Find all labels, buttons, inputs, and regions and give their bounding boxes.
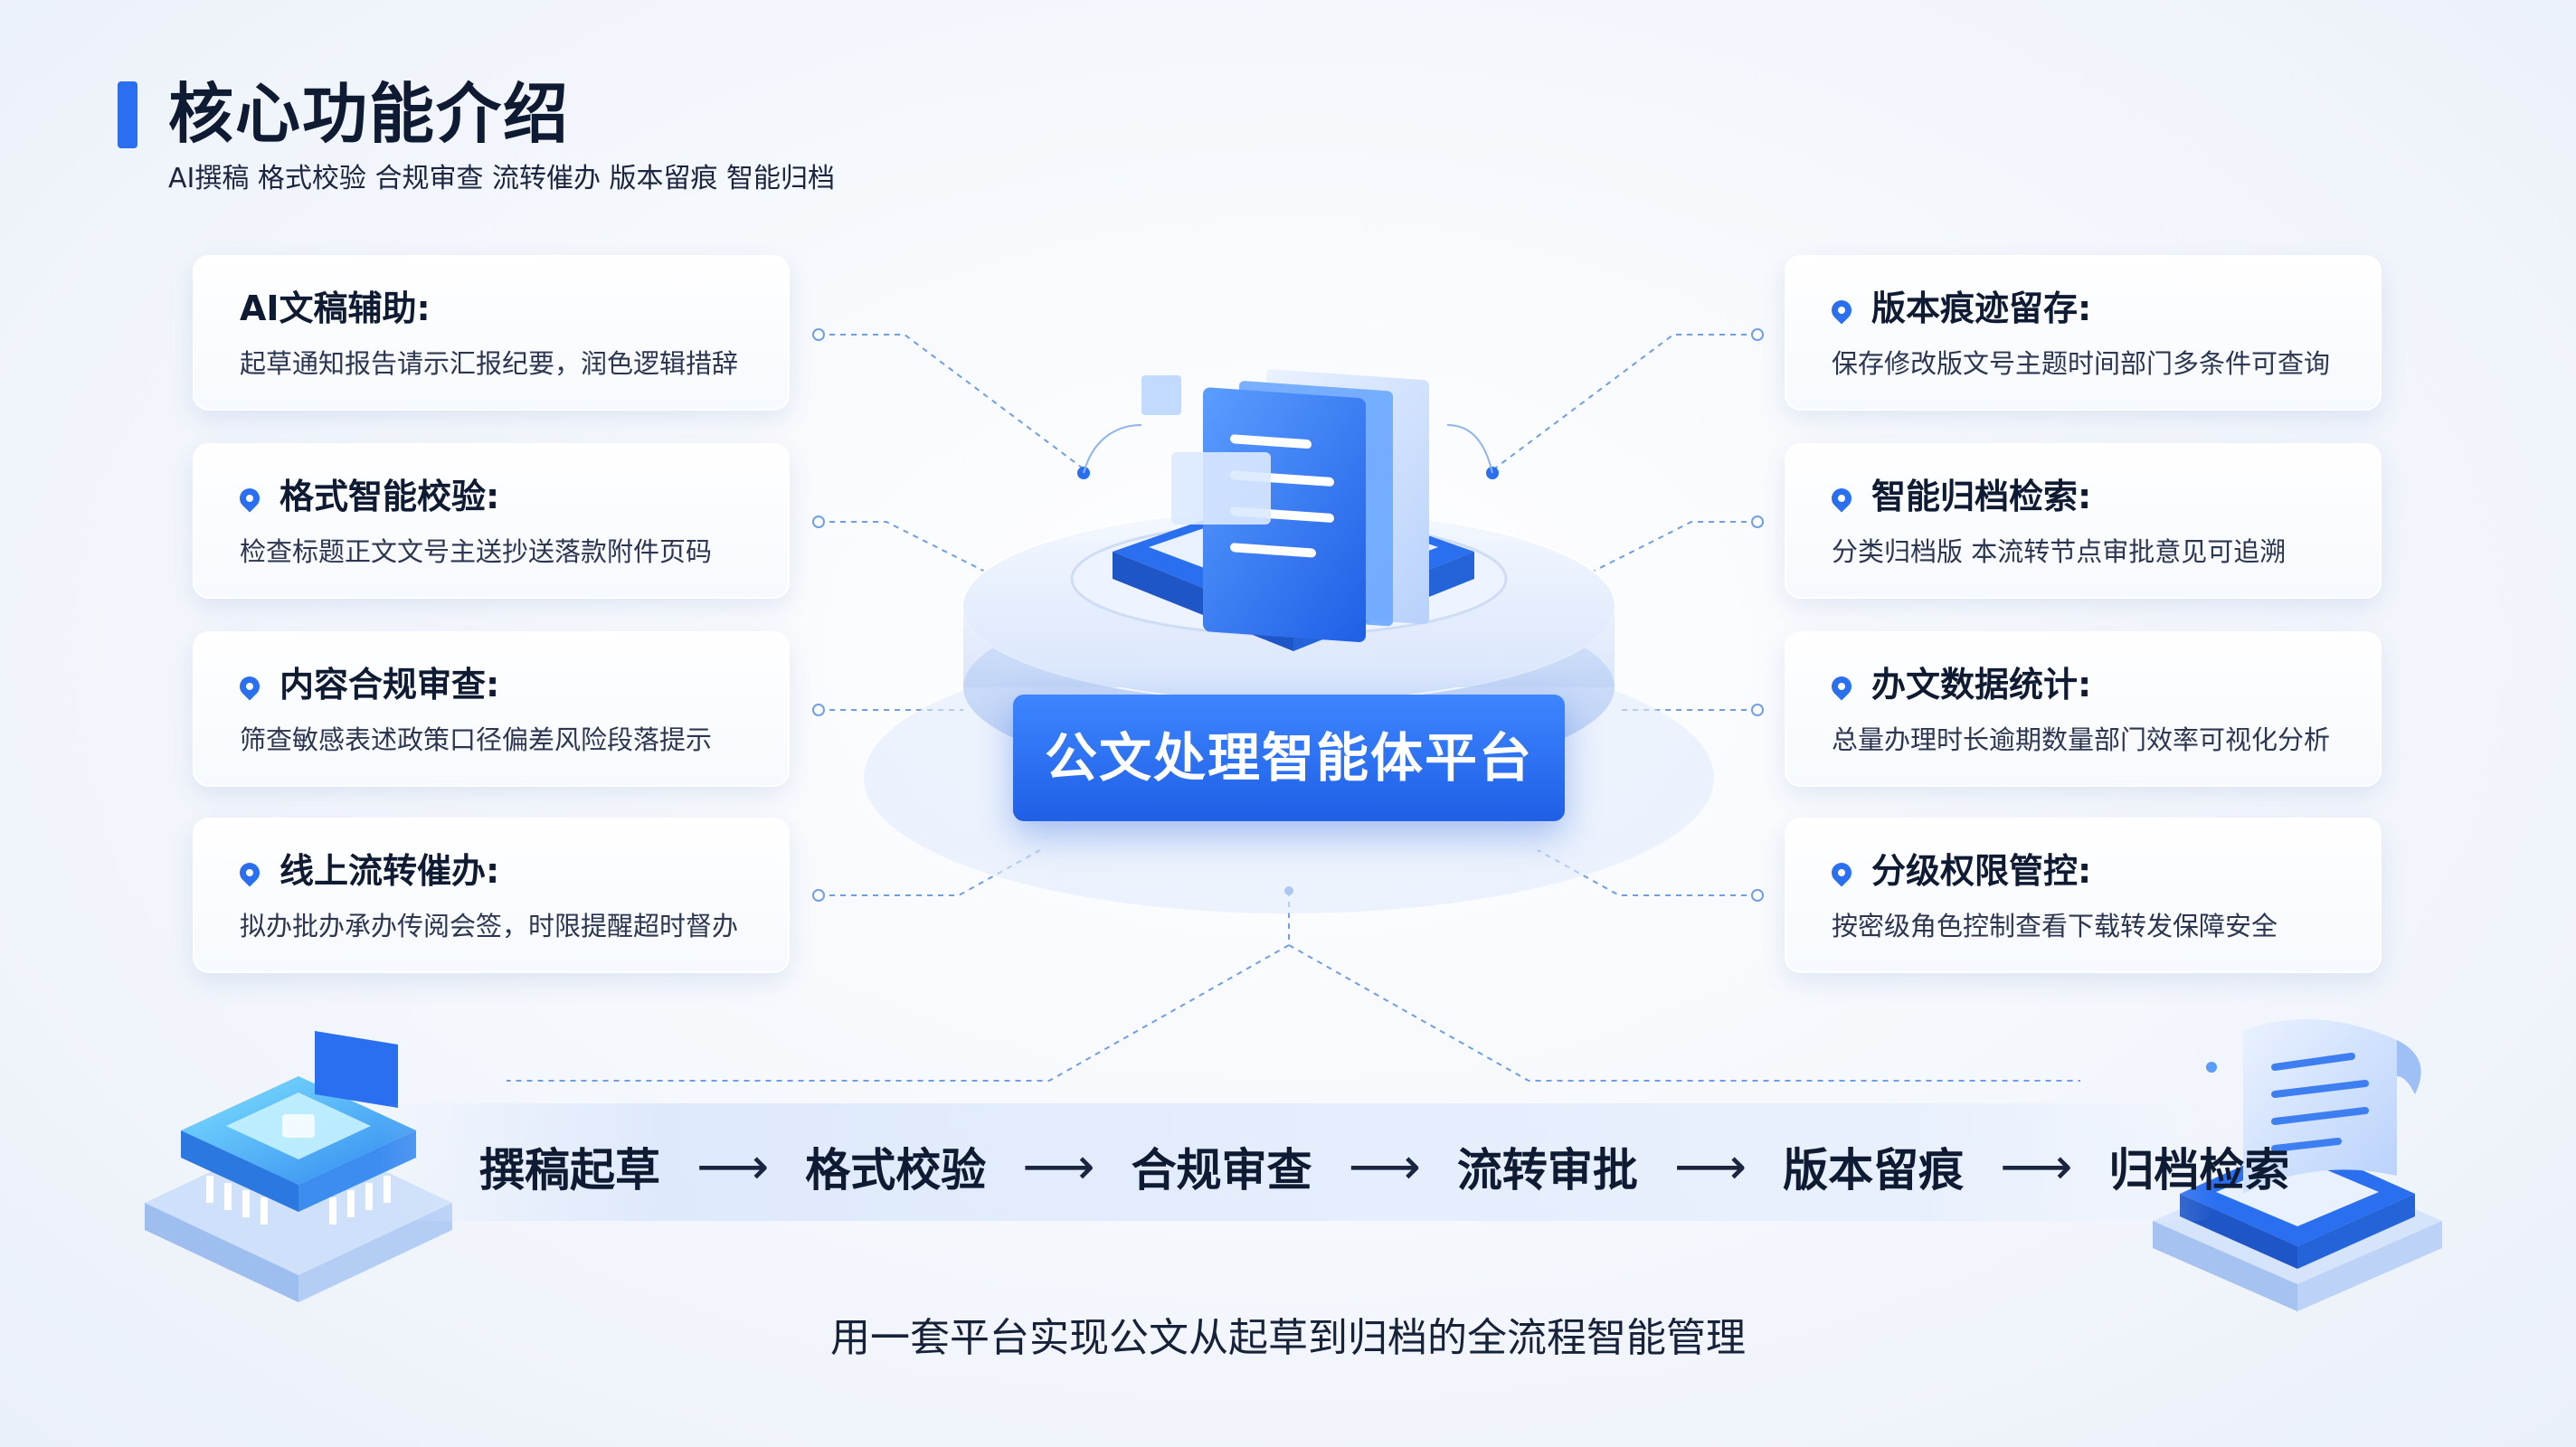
arrow-right-icon: ⟶ [1673, 1137, 1747, 1196]
right-connector-dots [1751, 328, 1764, 902]
card-desc: 保存修改版文号主题时间部门多条件可查询 [1832, 348, 2331, 379]
feature-card-archive: 智能归档检索: 分类归档版 本流转节点审批意见可追溯 [1785, 443, 2382, 599]
location-pin-icon [1827, 672, 1856, 701]
document-stack-icon [1077, 369, 1499, 651]
location-pin-icon [1827, 484, 1856, 513]
card-title: 办文数据统计: [1871, 665, 2092, 705]
feature-card-ai-draft: AI文稿辅助: 起草通知报告请示汇报纪要，润色逻辑措辞 [193, 255, 790, 411]
page-title: 核心功能介绍 [168, 76, 571, 152]
feature-card-permissions: 分级权限管控: 按密级角色控制查看下载转发保障安全 [1785, 818, 2382, 973]
feature-card-format-check: 格式智能校验: 检查标题正文文号主送抄送落款附件页码 [193, 443, 790, 599]
footer-text: 用一套平台实现公文从起草到归档的全流程智能管理 [830, 1315, 1746, 1361]
location-pin-icon [235, 672, 264, 701]
flow-step: 归档检索 [2108, 1144, 2290, 1196]
card-title: 格式智能校验: [279, 477, 500, 516]
location-pin-icon [1827, 858, 1856, 887]
page-subtitle: AI撰稿 格式校验 合规审查 流转催办 版本留痕 智能归档 [168, 163, 836, 194]
flow-step: 格式校验 [805, 1144, 987, 1196]
feature-card-workflow: 线上流转催办: 拟办批办承办传阅会签，时限提醒超时督办 [193, 818, 790, 973]
title-accent-bar [118, 81, 137, 148]
card-title: 线上流转催办: [279, 851, 500, 891]
flow-step: 流转审批 [1456, 1144, 1638, 1196]
flow-connectors [507, 891, 2080, 1082]
flow-band [380, 1103, 2216, 1221]
left-connector-dots [812, 328, 825, 902]
chip-icon [145, 1031, 452, 1302]
card-title: 分级权限管控: [1871, 851, 2092, 891]
platform-label: 公文处理智能体平台 [1013, 695, 1565, 821]
location-pin-icon [1827, 296, 1856, 325]
arrow-right-icon: ⟶ [1022, 1137, 1095, 1196]
card-desc: 筛查敏感表述政策口径偏差风险段落提示 [240, 724, 713, 755]
process-flow: 撰稿起草 ⟶ 格式校验 ⟶ 合规审查 ⟶ 流转审批 ⟶ 版本留痕 ⟶ 归档检索 [479, 1130, 2289, 1203]
flow-step: 合规审查 [1131, 1144, 1312, 1196]
flow-step: 撰稿起草 [479, 1144, 660, 1196]
arrow-right-icon: ⟶ [1348, 1137, 1421, 1196]
card-desc: 总量办理时长逾期数量部门效率可视化分析 [1832, 724, 2331, 755]
feature-card-version: 版本痕迹留存: 保存修改版文号主题时间部门多条件可查询 [1785, 255, 2382, 411]
arrow-right-icon: ⟶ [2000, 1137, 2073, 1196]
arrow-right-icon: ⟶ [696, 1137, 770, 1196]
card-title: 智能归档检索: [1871, 477, 2092, 516]
card-title: AI文稿辅助: [240, 288, 431, 328]
scroll-document-icon [2153, 1019, 2442, 1311]
location-pin-icon [235, 858, 264, 887]
card-desc: 拟办批办承办传阅会签，时限提醒超时督办 [240, 911, 739, 941]
flow-step: 版本留痕 [1783, 1144, 1965, 1196]
card-title: 版本痕迹留存: [1871, 288, 2092, 328]
card-desc: 分类归档版 本流转节点审批意见可追溯 [1832, 536, 2287, 567]
feature-card-statistics: 办文数据统计: 总量办理时长逾期数量部门效率可视化分析 [1785, 631, 2382, 787]
card-title: 内容合规审查: [279, 665, 500, 705]
card-desc: 检查标题正文文号主送抄送落款附件页码 [240, 536, 713, 567]
card-desc: 按密级角色控制查看下载转发保障安全 [1832, 911, 2278, 941]
card-desc: 起草通知报告请示汇报纪要，润色逻辑措辞 [240, 348, 739, 379]
location-pin-icon [235, 484, 264, 513]
feature-card-compliance: 内容合规审查: 筛查敏感表述政策口径偏差风险段落提示 [193, 631, 790, 787]
